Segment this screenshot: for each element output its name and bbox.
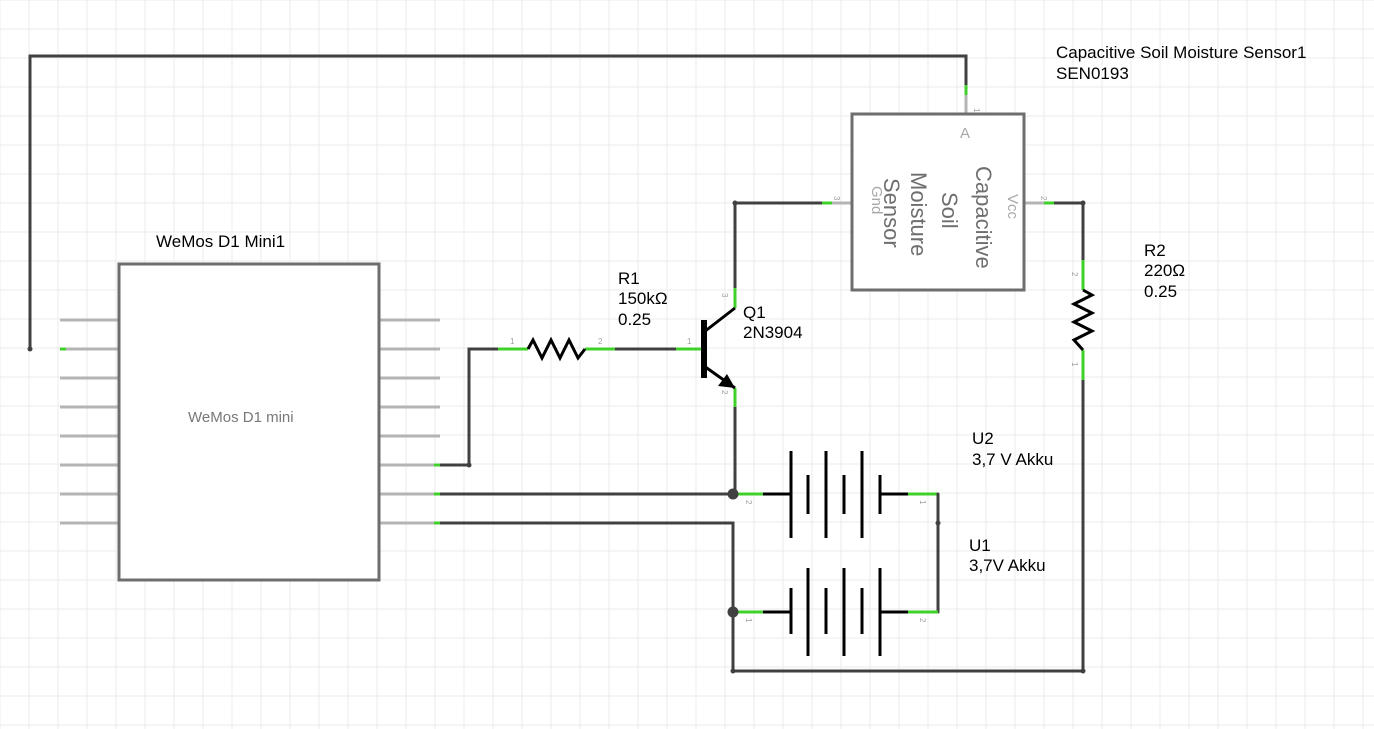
wire-d4-to-r1[interactable] <box>438 347 500 467</box>
junction-bottom-left <box>730 668 736 674</box>
junction-a0 <box>27 346 33 352</box>
q1-pin-num-2: 2 <box>720 390 729 395</box>
r1-power: 0.25 <box>618 310 651 329</box>
q1-pin-num-1: 1 <box>687 337 692 346</box>
capacitive-soil-moisture-sensor[interactable]: Capacitive Soil Moisture Sensor1 SEN0193… <box>822 43 1306 292</box>
sensor-body-line-3: Moisture <box>906 172 931 256</box>
r1-pin-num-2: 2 <box>598 337 603 346</box>
junction-u1-left <box>727 606 739 618</box>
wemos-body-label: WeMos D1 mini <box>188 409 294 426</box>
r2-pin-num-1: 1 <box>1070 362 1079 367</box>
u1-pin-num-2: 2 <box>918 618 927 623</box>
sensor-body-line-4: Sensor <box>879 178 904 248</box>
wire-r2-to-ground-return[interactable] <box>731 378 1085 673</box>
sensor-pin-label-a: A <box>960 125 970 142</box>
u2-value: 3,7 V Akku <box>972 450 1053 469</box>
wire-a0-to-sensor-a[interactable] <box>28 54 968 351</box>
wemos-d1-mini[interactable]: WeMos D1 Mini1 RSTA0D0D5D6D7D83V3 TXRXD1… <box>60 232 440 582</box>
sensor-pin-num-a: 1 <box>972 108 981 113</box>
sensor-pin-num-gnd: 3 <box>832 196 841 201</box>
u2-name: U2 <box>972 429 994 448</box>
r1-name: R1 <box>618 269 640 288</box>
wires <box>28 54 1085 673</box>
q1-part: 2N3904 <box>743 323 803 342</box>
resistor-r1[interactable]: 1 2 R1 150kΩ 0.25 <box>498 269 668 362</box>
sensor-title: Capacitive Soil Moisture Sensor1 <box>1056 43 1306 62</box>
sensor-pin-label-gnd: Gnd <box>868 186 885 214</box>
r2-name: R2 <box>1144 241 1166 260</box>
transistor-q1[interactable]: 1 3 2 Q1 2N3904 <box>676 288 803 407</box>
q1-emitter-arrow-icon <box>718 374 735 388</box>
r1-pin-num-1: 1 <box>510 337 515 346</box>
q1-name: Q1 <box>743 303 766 322</box>
junction-bottom-right <box>1080 668 1086 674</box>
u1-pin-num-1: 1 <box>744 618 753 623</box>
q1-pin-num-3: 3 <box>720 293 729 298</box>
junction-sensor-gnd <box>732 200 738 206</box>
junction-ground-u2 <box>727 488 739 500</box>
u1-value: 3,7V Akku <box>969 556 1046 575</box>
sensor-part-number: SEN0193 <box>1056 64 1129 83</box>
u1-name: U1 <box>969 536 991 555</box>
u2-pin-num-1: 1 <box>918 500 927 505</box>
sensor-pin-label-vcc: Vcc <box>1004 194 1021 220</box>
r2-power: 0.25 <box>1144 282 1177 301</box>
r2-zigzag <box>1070 288 1096 352</box>
sensor-pin-num-vcc: 2 <box>1039 196 1048 201</box>
r2-pin-num-2: 2 <box>1070 272 1079 277</box>
r2-value: 220Ω <box>1144 261 1185 280</box>
junction-sensor-vcc <box>1080 200 1086 206</box>
u2-pin-num-2: 2 <box>744 500 753 505</box>
sensor-body <box>850 112 1026 292</box>
sensor-body-line-2: Soil <box>937 192 962 229</box>
junction-d4 <box>466 462 472 468</box>
wemos-body <box>117 262 381 582</box>
wire-sensor-gnd-to-q1-collector[interactable] <box>733 201 824 290</box>
battery-u2[interactable]: 2 1 U2 3,7 V Akku <box>733 429 1053 538</box>
wire-5v-to-u1[interactable] <box>438 521 735 614</box>
junction-u1-right <box>935 520 941 526</box>
junctions <box>27 200 1086 674</box>
sensor-body-line-1: Capacitive <box>971 166 996 269</box>
r1-value: 150kΩ <box>618 289 668 308</box>
q1-collector <box>703 306 736 334</box>
wemos-title: WeMos D1 Mini1 <box>156 232 285 251</box>
resistor-r2[interactable]: 2 1 R2 220Ω 0.25 <box>1070 241 1185 380</box>
r1-zigzag <box>526 336 587 362</box>
